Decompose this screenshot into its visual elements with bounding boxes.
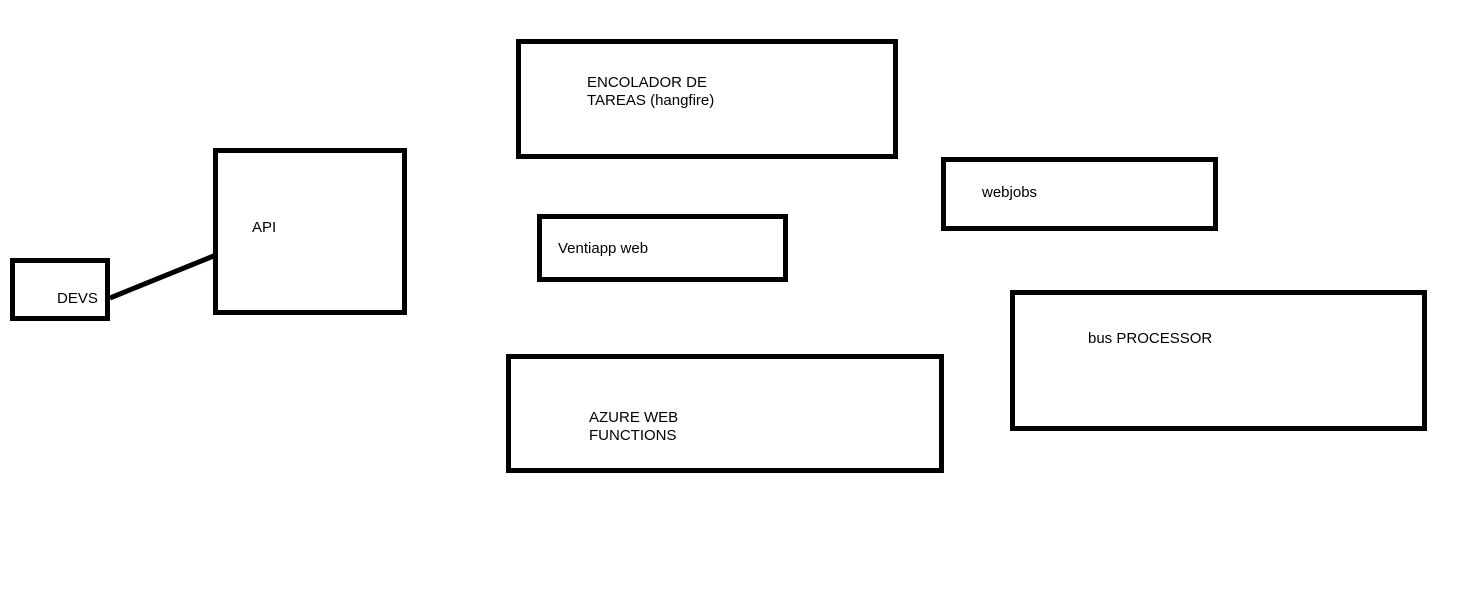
node-api-label: API [252,219,276,237]
node-ventiapp-web: Ventiapp web [537,214,788,282]
node-task-queue: ENCOLADOR DE TAREAS (hangfire) [516,39,898,159]
node-task-queue-label-line1: ENCOLADOR DE [587,74,708,91]
node-webjobs-label: webjobs [982,184,1037,202]
node-webjobs-label-line: webjobs [982,184,1038,201]
devs-api-connector-line [109,252,217,301]
node-ventiapp-web-label-line: Ventiapp web [558,240,649,257]
node-task-queue-label-line2: TAREAS (hangfire) [587,92,715,109]
node-devs-label: DEVS [57,290,98,308]
node-ventiapp-web-label: Ventiapp web [558,240,648,258]
node-api-label-line: API [252,219,277,236]
node-task-queue-label: ENCOLADOR DE TAREAS (hangfire) [587,74,714,110]
node-bus-processor-label: bus PROCESSOR [1088,330,1212,348]
node-devs-label-line: DEVS [57,290,98,307]
node-webjobs: webjobs [941,157,1218,231]
node-azure-web-functions-label-line1: AZURE WEB [589,409,679,426]
node-devs: DEVS [10,258,110,321]
node-azure-web-functions: AZURE WEB FUNCTIONS [506,354,944,473]
node-bus-processor-label-line: bus PROCESSOR [1088,330,1213,347]
node-azure-web-functions-label: AZURE WEB FUNCTIONS [589,409,678,445]
node-azure-web-functions-label-line2: FUNCTIONS [589,427,677,444]
node-api: API [213,148,407,315]
node-bus-processor: bus PROCESSOR [1010,290,1427,431]
